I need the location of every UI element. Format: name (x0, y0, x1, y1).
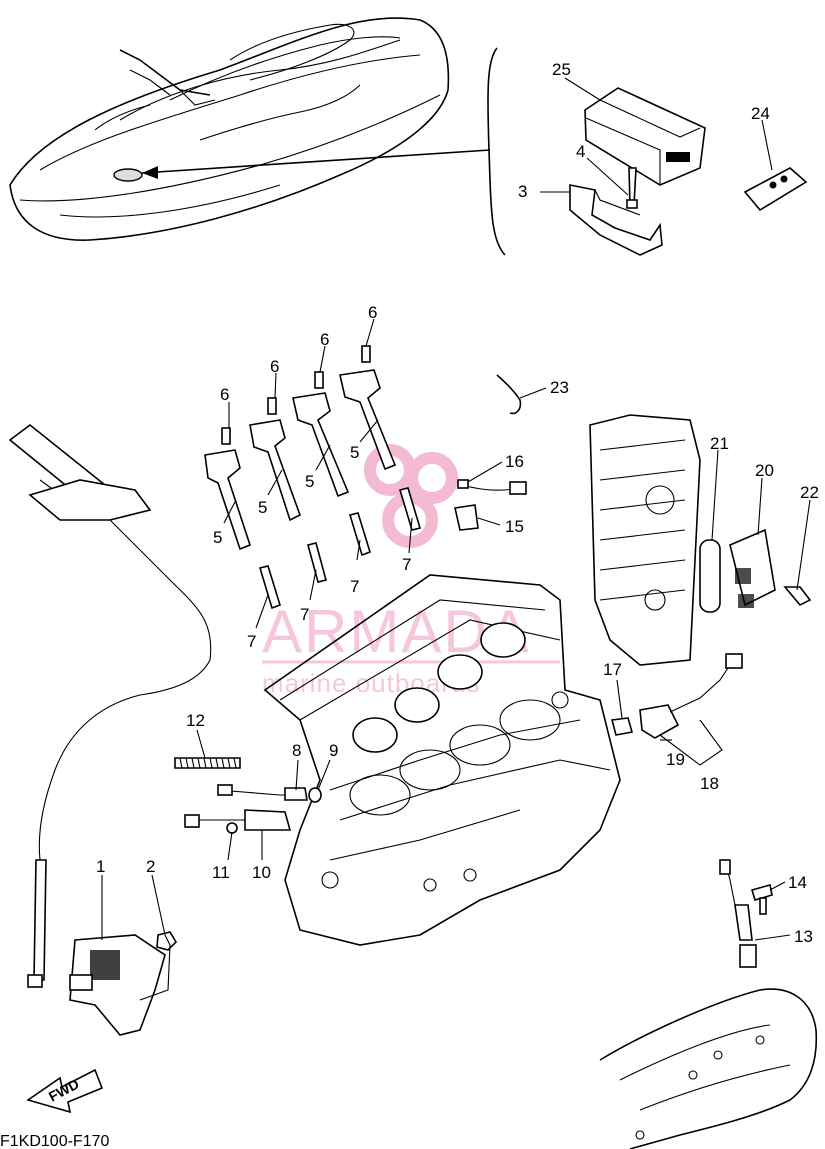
callout-16: 16 (505, 452, 524, 471)
callout-7-d: 7 (402, 555, 411, 574)
leader-lines (101, 77, 811, 1001)
callout-5-c: 5 (305, 472, 314, 491)
coolant-sensor-wire (217, 784, 308, 801)
temperature-sensor (184, 809, 292, 834)
spring (174, 757, 241, 769)
callout-6-a: 6 (220, 385, 229, 404)
key-fob (743, 167, 808, 212)
callout-7-b: 7 (300, 605, 309, 624)
callout-7-a: 7 (247, 632, 256, 651)
spark-plug-2 (307, 542, 327, 583)
hose-clamp (496, 374, 522, 415)
spark-plug-3 (348, 512, 371, 557)
callout-20: 20 (755, 461, 774, 480)
callout-18: 18 (700, 774, 719, 793)
callout-7-c: 7 (350, 577, 359, 596)
callout-5-a: 5 (213, 528, 222, 547)
ecu-bracket (569, 184, 663, 256)
callout-22: 22 (800, 483, 819, 502)
ignition-coil-4 (339, 345, 397, 471)
engine-block (263, 574, 621, 946)
ecu-location-marker (113, 168, 143, 182)
callout-8: 8 (292, 741, 301, 760)
callout-11: 11 (212, 863, 230, 882)
callout-numbers: 25 24 4 3 6 6 6 6 5 5 5 5 7 7 7 7 23 16 … (96, 60, 819, 946)
ignition-coil-1 (204, 427, 251, 551)
ignition-coil-3 (292, 371, 350, 498)
exhaust-pipe (599, 988, 818, 1149)
spark-plug-4 (398, 487, 422, 531)
callout-9: 9 (329, 741, 338, 760)
callout-12: 12 (186, 711, 205, 730)
callout-2: 2 (146, 857, 155, 876)
callout-10: 10 (252, 863, 271, 882)
callout-24: 24 (751, 104, 770, 123)
callout-19: 19 (666, 750, 685, 769)
callout-3: 3 (518, 182, 527, 201)
oil-pressure-switch (610, 717, 634, 736)
washer (308, 787, 322, 803)
o2-sensor (719, 859, 757, 968)
callout-6-d: 6 (368, 303, 377, 322)
diagram-code: F1KD100-F170 (0, 1133, 109, 1149)
group-bracket (487, 47, 506, 256)
spark-plugs (258, 487, 422, 610)
callout-15: 15 (505, 517, 524, 536)
callout-6-b: 6 (270, 357, 279, 376)
throttle-sensor-nut (156, 931, 178, 951)
throttle-position-sensor (69, 934, 166, 1036)
callout-6-c: 6 (320, 330, 329, 349)
callout-14: 14 (788, 873, 807, 892)
spark-plug-1 (258, 565, 281, 610)
knock-sensor (639, 653, 743, 739)
callout-1: 1 (96, 857, 105, 876)
callout-4: 4 (576, 142, 585, 161)
ecu-bolt (626, 167, 638, 209)
sensor-16 (457, 479, 527, 495)
ignition-coil-2 (249, 397, 301, 522)
callout-21: 21 (710, 434, 729, 453)
callout-13: 13 (794, 927, 813, 946)
watercraft-illustration (9, 17, 491, 241)
sensor-screw (783, 586, 812, 606)
callout-5-b: 5 (258, 498, 267, 517)
callout-5-d: 5 (350, 443, 359, 462)
map-sensor (729, 528, 776, 608)
throttle-assembly (8, 423, 212, 988)
sensor-15 (454, 504, 479, 531)
ignition-coils (204, 345, 397, 551)
gasket (699, 539, 721, 613)
callout-25: 25 (552, 60, 571, 79)
callout-23: 23 (550, 378, 569, 397)
fwd-arrow-icon: FWD (26, 1068, 104, 1114)
exhaust-bolt (750, 883, 773, 915)
ecu-unit (584, 87, 706, 186)
callout-17: 17 (603, 660, 622, 679)
intake-manifold (589, 414, 701, 666)
